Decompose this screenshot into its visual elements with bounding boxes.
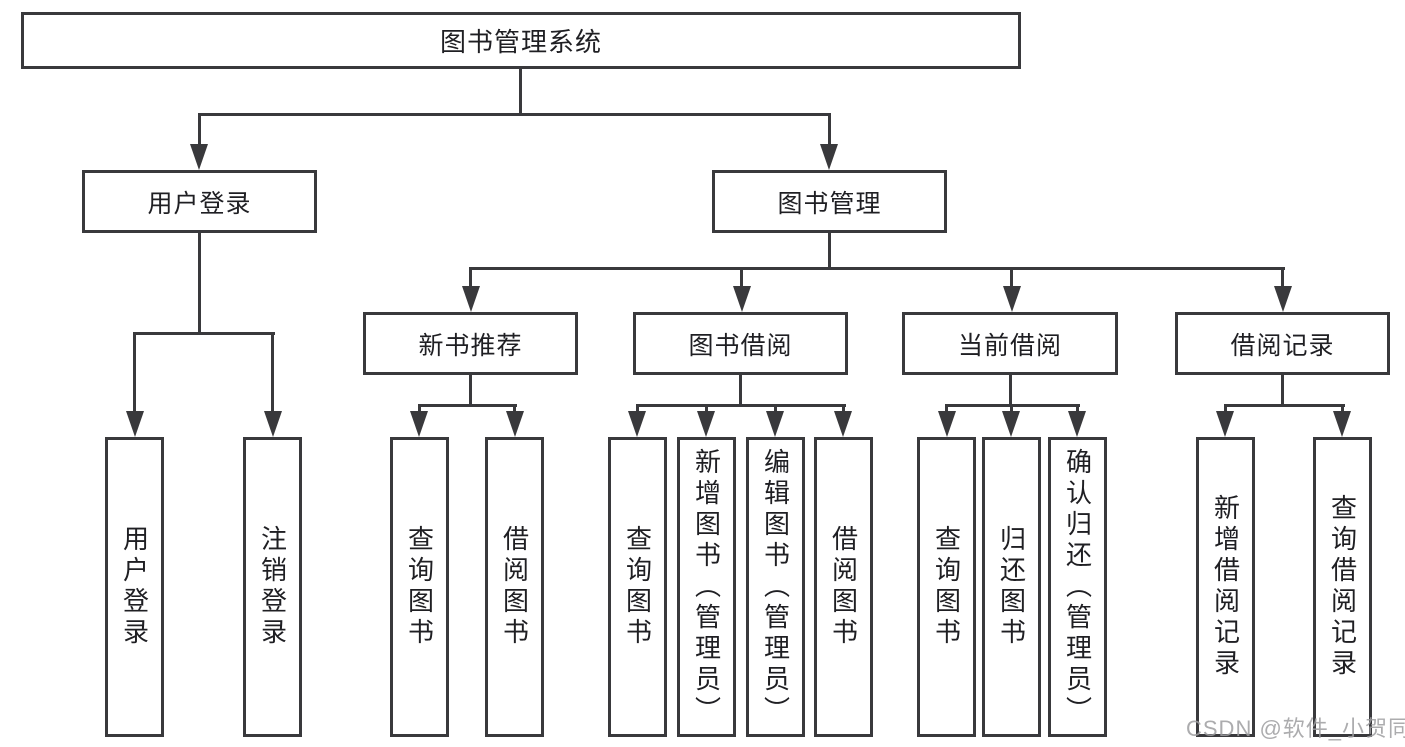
arrow-down-icon xyxy=(126,411,144,437)
arrow-down-icon xyxy=(834,411,852,437)
node-label: 图书管理 xyxy=(777,189,882,218)
arrow-down-icon xyxy=(1002,411,1020,437)
node-label: 借阅记录 xyxy=(1230,331,1335,360)
node-borrow-books-recommend: 借阅图书 xyxy=(485,437,544,737)
connector-line xyxy=(133,332,136,414)
connector-line xyxy=(740,267,743,291)
node-label: 借阅图书 xyxy=(828,525,859,649)
node-label: 图书借阅 xyxy=(688,331,793,360)
node-add-books-admin: 新增图书（管理员） xyxy=(677,437,736,737)
node-borrow-books-leaf: 借阅图书 xyxy=(814,437,873,737)
node-label: 确认归还（管理员） xyxy=(1062,447,1093,727)
connector-line xyxy=(469,267,472,291)
arrow-down-icon xyxy=(1216,411,1234,437)
arrow-down-icon xyxy=(190,144,208,170)
connector-line xyxy=(945,404,948,414)
arrow-down-icon xyxy=(938,411,956,437)
connector-line xyxy=(198,113,831,116)
node-label: 新增图书（管理员） xyxy=(691,447,722,727)
node-query-borrow-record: 查询借阅记录 xyxy=(1313,437,1372,737)
connector-line xyxy=(1010,267,1013,291)
node-current-borrow: 当前借阅 xyxy=(902,312,1118,375)
node-book-management: 图书管理 xyxy=(712,170,947,233)
node-label: 借阅图书 xyxy=(499,525,530,649)
connector-line xyxy=(1076,404,1079,414)
arrow-down-icon xyxy=(1333,411,1351,437)
arrow-down-icon xyxy=(462,286,480,312)
connector-line xyxy=(133,332,275,335)
node-label: 查询图书 xyxy=(404,525,435,649)
node-user-login: 用户登录 xyxy=(82,170,317,233)
connector-line xyxy=(739,375,742,407)
connector-line xyxy=(271,332,274,414)
arrow-down-icon xyxy=(697,411,715,437)
node-label: 新书推荐 xyxy=(418,331,523,360)
node-label: 查询图书 xyxy=(931,525,962,649)
arrow-down-icon xyxy=(766,411,784,437)
connector-line xyxy=(828,233,831,270)
arrow-down-icon xyxy=(410,411,428,437)
connector-line xyxy=(1281,267,1284,291)
node-add-borrow-record: 新增借阅记录 xyxy=(1196,437,1255,737)
node-label: 注销登录 xyxy=(257,525,288,649)
node-edit-books-admin: 编辑图书（管理员） xyxy=(746,437,805,737)
arrow-down-icon xyxy=(506,411,524,437)
connector-line xyxy=(636,404,846,407)
connector-line xyxy=(1009,375,1012,407)
node-label: 查询图书 xyxy=(622,525,653,649)
node-borrow-records: 借阅记录 xyxy=(1175,312,1390,375)
arrow-down-icon xyxy=(264,411,282,437)
connector-line xyxy=(842,404,845,414)
connector-line xyxy=(1341,404,1344,414)
connector-line xyxy=(469,375,472,407)
connector-line xyxy=(636,404,639,414)
node-query-books-current: 查询图书 xyxy=(917,437,976,737)
node-label: 当前借阅 xyxy=(957,331,1062,360)
connector-line xyxy=(774,404,777,414)
node-label: 新增借阅记录 xyxy=(1210,494,1241,680)
connector-line xyxy=(1224,404,1227,414)
arrow-down-icon xyxy=(1068,411,1086,437)
node-label: 编辑图书（管理员） xyxy=(760,447,791,727)
connector-line xyxy=(1010,404,1013,414)
connector-line xyxy=(469,267,1285,270)
arrow-down-icon xyxy=(1274,286,1292,312)
node-query-books-recommend: 查询图书 xyxy=(390,437,449,737)
node-confirm-return-admin: 确认归还（管理员） xyxy=(1048,437,1107,737)
arrow-down-icon xyxy=(733,286,751,312)
arrow-down-icon xyxy=(1003,286,1021,312)
connector-line xyxy=(828,113,831,147)
node-label: 用户登录 xyxy=(147,189,252,218)
connector-line xyxy=(519,69,522,116)
arrow-down-icon xyxy=(628,411,646,437)
node-label: 用户登录 xyxy=(119,525,150,649)
connector-line xyxy=(418,404,517,407)
node-book-system: 图书管理系统 xyxy=(21,12,1021,69)
connector-line xyxy=(198,113,201,147)
connector-line xyxy=(1281,375,1284,407)
node-label: 图书管理系统 xyxy=(439,27,602,57)
node-user-login-leaf: 用户登录 xyxy=(105,437,164,737)
connector-line xyxy=(513,404,516,414)
node-return-books: 归还图书 xyxy=(982,437,1041,737)
node-new-book-recommend: 新书推荐 xyxy=(363,312,578,375)
arrow-down-icon xyxy=(820,144,838,170)
connector-line xyxy=(418,404,421,414)
connector-line xyxy=(1224,404,1345,407)
node-logout-leaf: 注销登录 xyxy=(243,437,302,737)
node-query-books-borrow: 查询图书 xyxy=(608,437,667,737)
node-book-borrow: 图书借阅 xyxy=(633,312,848,375)
connector-line xyxy=(198,233,201,335)
node-label: 查询借阅记录 xyxy=(1327,494,1358,680)
csdn-watermark: CSDN @软件_小贺同学 xyxy=(1186,716,1405,741)
connector-line xyxy=(705,404,708,414)
node-label: 归还图书 xyxy=(996,525,1027,649)
